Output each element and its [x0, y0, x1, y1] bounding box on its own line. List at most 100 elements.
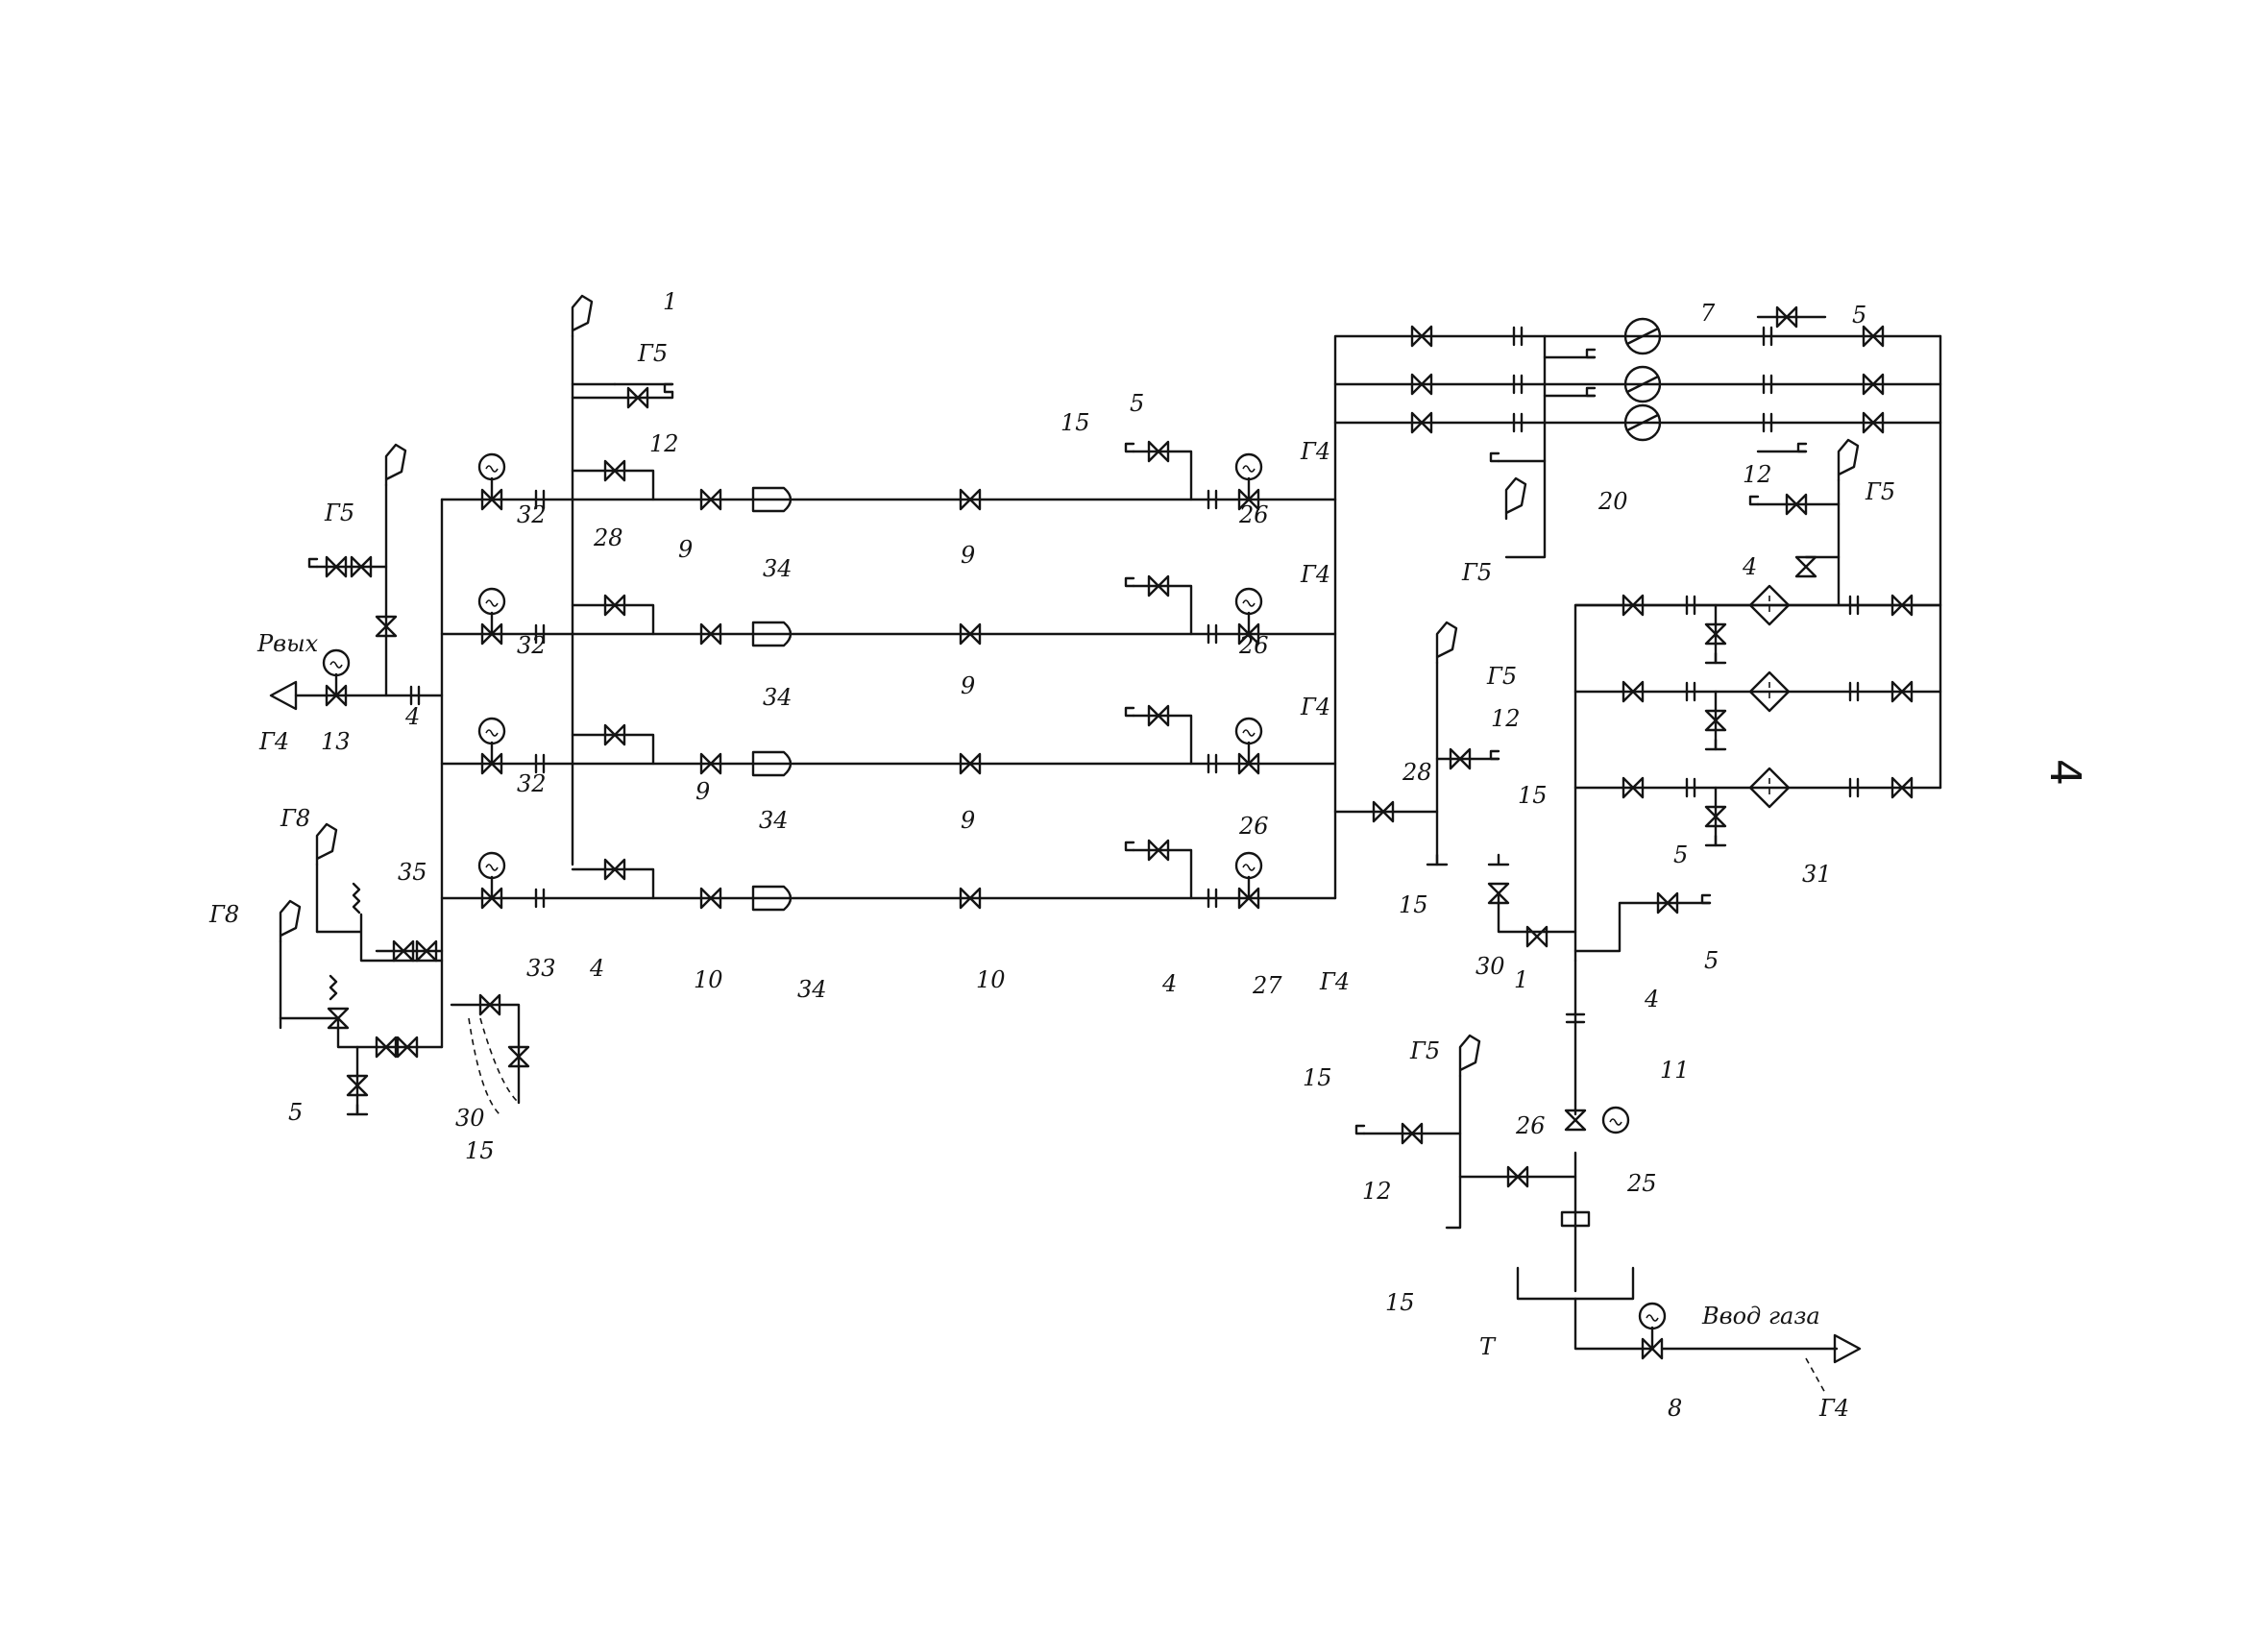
- meter-icon: [1623, 403, 1662, 442]
- plug-icon: [663, 382, 674, 394]
- gauge-tilde-icon: [485, 599, 499, 607]
- valve-icon: [1862, 325, 1885, 348]
- valve-icon: [350, 555, 373, 578]
- gauge-tilde-icon: [1242, 465, 1256, 473]
- meter-icon: [1623, 317, 1662, 355]
- valve-icon: [1862, 411, 1885, 434]
- valve-icon: [1862, 373, 1885, 396]
- pipe-line: [279, 1016, 444, 1049]
- vent-flag-icon: [384, 443, 407, 487]
- valve-icon: [327, 1007, 350, 1030]
- gauge-icon: [1234, 851, 1263, 880]
- valve-icon: [325, 684, 348, 707]
- inlet-label: Ввод газа: [1701, 1303, 1820, 1329]
- drain-icon: [1704, 834, 1727, 847]
- filter-icon: [1748, 671, 1791, 713]
- heater-icon: [751, 750, 793, 777]
- valve-icon: [1785, 493, 1808, 516]
- flange-icon: [1685, 595, 1696, 616]
- vent-flag-icon: [315, 822, 338, 866]
- vent-flag-icon: [1504, 476, 1527, 521]
- heater-icon: [751, 885, 793, 912]
- valve-icon: [699, 887, 722, 910]
- gauge-icon: [1601, 1106, 1630, 1134]
- label-13: 13: [321, 728, 351, 755]
- meter-needle-icon: [1625, 327, 1660, 346]
- label-T: Т: [1479, 1333, 1497, 1360]
- flange-icon: [1512, 412, 1524, 433]
- pipe-line: [571, 469, 655, 501]
- vent-flag-icon: [279, 899, 302, 943]
- valve-icon: [1237, 488, 1260, 511]
- label-5: 5: [1673, 841, 1688, 868]
- plug-icon: [1700, 893, 1712, 905]
- gauge-icon: [322, 648, 351, 677]
- valve-icon: [1372, 800, 1395, 823]
- label-g5: Г5: [1486, 663, 1517, 690]
- pipe-line: [1132, 848, 1193, 900]
- label-15: 15: [1061, 409, 1090, 436]
- label-9: 9: [695, 778, 710, 805]
- valve-icon: [480, 622, 503, 646]
- label-g8: Г8: [280, 805, 310, 832]
- label-35: 35: [398, 859, 427, 886]
- meter-needle-icon: [1625, 375, 1660, 394]
- label-g8: Г8: [208, 901, 239, 928]
- label-g5: Г5: [1409, 1037, 1440, 1064]
- label-5: 5: [1704, 947, 1719, 974]
- valve-icon: [1641, 1337, 1664, 1360]
- valve-icon: [699, 752, 722, 775]
- valve-icon: [603, 858, 626, 881]
- gauge-tilde-icon: [1242, 729, 1256, 737]
- label-1: 1: [663, 288, 677, 315]
- flange-icon: [1207, 888, 1218, 909]
- valve-icon: [1525, 925, 1549, 948]
- valve-icon: [1410, 325, 1433, 348]
- labels: 4 Рвых Ввод газа 1 Г5 12 Г5 32 28 9 34 9…: [208, 288, 2089, 1422]
- label-10: 10: [694, 966, 723, 993]
- valve-icon: [1622, 594, 1645, 617]
- flange-icon: [1565, 1012, 1586, 1024]
- valve-icon: [1622, 680, 1645, 703]
- label-10: 10: [976, 966, 1006, 993]
- plug-icon: [1489, 749, 1500, 761]
- valve-icon: [325, 555, 348, 578]
- label-9: 9: [961, 672, 975, 699]
- valve-icon: [626, 386, 649, 409]
- label-5: 5: [1130, 390, 1144, 417]
- gauge-tilde-icon: [1646, 1314, 1659, 1322]
- label-34: 34: [763, 684, 793, 711]
- flange-icon: [1762, 412, 1773, 433]
- flange-icon: [409, 685, 421, 706]
- label-15: 15: [1385, 1289, 1415, 1316]
- pipelines: [279, 315, 1942, 1351]
- label-12: 12: [1362, 1178, 1392, 1205]
- valve-icon: [603, 723, 626, 746]
- label-7: 7: [1700, 300, 1716, 327]
- label-4: 4: [404, 703, 420, 730]
- valve-icon: [699, 622, 722, 646]
- flange-icon: [534, 888, 546, 909]
- label-15: 15: [465, 1137, 495, 1164]
- valve-icon: [480, 887, 503, 910]
- flange-icon: [1848, 777, 1860, 798]
- valve-icon: [507, 1045, 530, 1068]
- label-26: 26: [1515, 1112, 1546, 1139]
- plug-icon: [1124, 706, 1135, 718]
- gauge-icon: [477, 851, 506, 880]
- flange-icon: [1207, 489, 1218, 510]
- label-20: 20: [1597, 488, 1628, 515]
- label-9: 9: [961, 807, 975, 834]
- pipe-line: [1497, 891, 1577, 934]
- gauge-tilde-icon: [1609, 1118, 1622, 1126]
- label-5: 5: [1852, 302, 1866, 329]
- valve-icon: [375, 615, 398, 638]
- valve-icon: [603, 594, 626, 617]
- flange-icon: [1685, 777, 1696, 798]
- label-g4: Г4: [1300, 561, 1330, 588]
- label-g5: Г5: [324, 500, 354, 526]
- symbols: [269, 294, 1914, 1394]
- label-g5: Г5: [637, 340, 668, 367]
- label-30: 30: [455, 1105, 485, 1132]
